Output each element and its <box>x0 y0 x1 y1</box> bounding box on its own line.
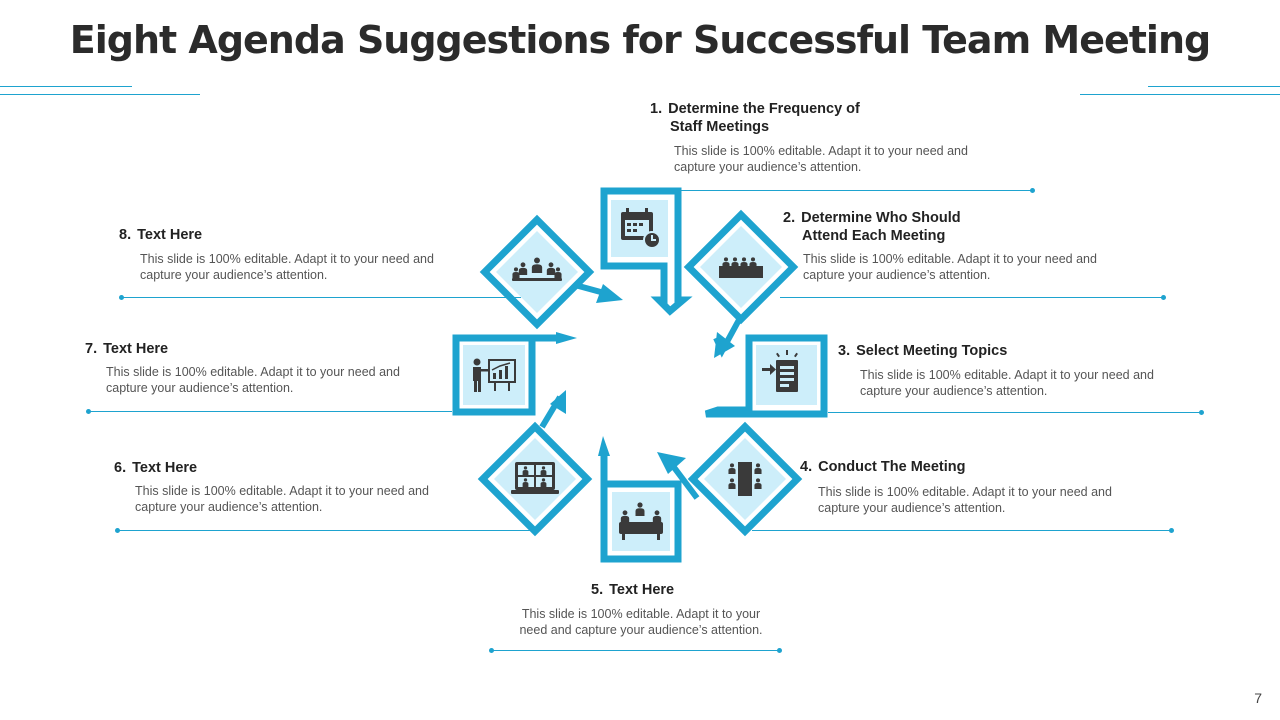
item-6-heading-line-1: Text Here <box>132 460 198 476</box>
item-1-rule <box>680 190 1032 191</box>
step-2-arrowhead <box>714 332 735 358</box>
item-5-description: This slide is 100% editable. Adapt it to… <box>512 606 770 638</box>
item-1-heading-line-1: Determine the Frequency of <box>668 101 860 117</box>
item-2-desc-line-2: capture your audience’s attention. <box>803 268 991 282</box>
item-7-number: 7. <box>85 341 98 357</box>
item-8-heading-line-1: Text Here <box>137 227 203 243</box>
item-3-heading: 3. Select Meeting Topics <box>838 342 1007 360</box>
item-6-number: 6. <box>114 460 127 476</box>
item-5-desc-line-2: need and capture your audience’s attenti… <box>519 623 763 637</box>
item-7-rule <box>88 411 452 412</box>
item-8-number: 8. <box>119 227 132 243</box>
item-4-heading: 4. Conduct The Meeting <box>800 458 966 476</box>
item-8-desc-line-2: capture your audience’s attention. <box>140 268 328 282</box>
item-2-heading: 2. Determine Who Should Attend Each Meeti… <box>783 209 961 245</box>
item-1-desc-line-2: capture your audience’s attention. <box>674 160 862 174</box>
item-8-heading: 8. Text Here <box>119 226 202 244</box>
item-1-description: This slide is 100% editable. Adapt it to… <box>674 143 968 175</box>
item-5-number: 5. <box>591 582 604 598</box>
item-8-rule-dot <box>119 295 124 300</box>
item-4-rule-dot <box>1169 528 1174 533</box>
item-1-rule-dot <box>1030 188 1035 193</box>
step-7-tile <box>452 332 577 416</box>
item-4-description: This slide is 100% editable. Adapt it to… <box>818 484 1112 516</box>
item-2-description: This slide is 100% editable. Adapt it to… <box>803 251 1097 283</box>
item-8-desc-line-1: This slide is 100% editable. Adapt it to… <box>140 252 434 266</box>
item-4-heading-line-1: Conduct The Meeting <box>818 459 966 475</box>
item-7-heading: 7. Text Here <box>85 340 168 358</box>
item-6-desc-line-1: This slide is 100% editable. Adapt it to… <box>135 484 429 498</box>
meeting-table-icon <box>719 257 763 278</box>
calendar-clock-icon <box>621 208 661 249</box>
item-7-desc-line-1: This slide is 100% editable. Adapt it to… <box>106 365 400 379</box>
item-5-heading-line-1: Text Here <box>609 582 675 598</box>
item-2-number: 2. <box>783 210 796 226</box>
step-8-arrowhead <box>596 284 623 303</box>
item-5-rule <box>492 650 780 651</box>
round-table-icon <box>619 502 663 540</box>
item-6-heading: 6. Text Here <box>114 459 197 477</box>
item-4-desc-line-1: This slide is 100% editable. Adapt it to… <box>818 485 1112 499</box>
step-6-arrowhead <box>550 390 566 414</box>
step-3-tile <box>704 334 828 418</box>
boardroom-icon <box>728 462 762 496</box>
step-1-tile <box>600 187 693 316</box>
video-call-icon <box>511 462 559 494</box>
slide-title: Eight Agenda Suggestions for Successful … <box>69 18 1211 62</box>
item-7-description: This slide is 100% editable. Adapt it to… <box>106 364 400 396</box>
item-2-rule-dot <box>1161 295 1166 300</box>
item-6-rule-dot <box>115 528 120 533</box>
step-4-arrowhead <box>657 452 686 474</box>
item-3-rule <box>828 412 1201 413</box>
item-7-rule-dot <box>86 409 91 414</box>
item-5-desc-line-1: This slide is 100% editable. Adapt it to… <box>521 607 761 621</box>
step-5-tile <box>598 436 682 563</box>
item-6-rule <box>117 530 535 531</box>
item-5-rule-dot-right <box>777 648 782 653</box>
item-4-number: 4. <box>800 459 813 475</box>
item-3-desc-line-1: This slide is 100% editable. Adapt it to… <box>860 368 1154 382</box>
item-3-heading-line-1: Select Meeting Topics <box>856 343 1008 359</box>
item-4-desc-line-2: capture your audience’s attention. <box>818 501 1006 515</box>
item-5-rule-dot-left <box>489 648 494 653</box>
item-8-rule <box>121 297 521 298</box>
item-2-rule <box>780 297 1164 298</box>
header-rule-left-top <box>0 86 132 87</box>
header-rule-right-bottom <box>1080 94 1280 95</box>
header-rule-left-bottom <box>0 94 200 95</box>
item-7-heading-line-1: Text Here <box>103 341 169 357</box>
item-1-heading: 1. Determine the Frequency of Staff Meeti… <box>650 100 860 136</box>
header-rule-right-top <box>1148 86 1280 87</box>
item-3-number: 3. <box>838 343 851 359</box>
item-7-desc-line-2: capture your audience’s attention. <box>106 381 294 395</box>
item-8-description: This slide is 100% editable. Adapt it to… <box>140 251 434 283</box>
item-1-desc-line-1: This slide is 100% editable. Adapt it to… <box>674 144 968 158</box>
item-4-rule <box>752 530 1172 531</box>
item-3-desc-line-2: capture your audience’s attention. <box>860 384 1048 398</box>
team-group-icon <box>512 257 562 281</box>
item-2-desc-line-1: This slide is 100% editable. Adapt it to… <box>803 252 1097 266</box>
item-1-heading-line-2: Staff Meetings <box>670 119 770 135</box>
item-2-heading-line-2: Attend Each Meeting <box>802 228 946 244</box>
page-number: 7 <box>1254 690 1262 706</box>
item-3-rule-dot <box>1199 410 1204 415</box>
item-6-description: This slide is 100% editable. Adapt it to… <box>135 483 429 515</box>
item-1-number: 1. <box>650 101 663 117</box>
item-5-heading: 5. Text Here <box>591 581 674 599</box>
item-3-description: This slide is 100% editable. Adapt it to… <box>860 367 1154 399</box>
document-list-icon <box>762 350 798 392</box>
item-6-desc-line-2: capture your audience’s attention. <box>135 500 323 514</box>
item-2-heading-line-1: Determine Who Should <box>801 210 961 226</box>
presentation-icon <box>473 358 516 392</box>
